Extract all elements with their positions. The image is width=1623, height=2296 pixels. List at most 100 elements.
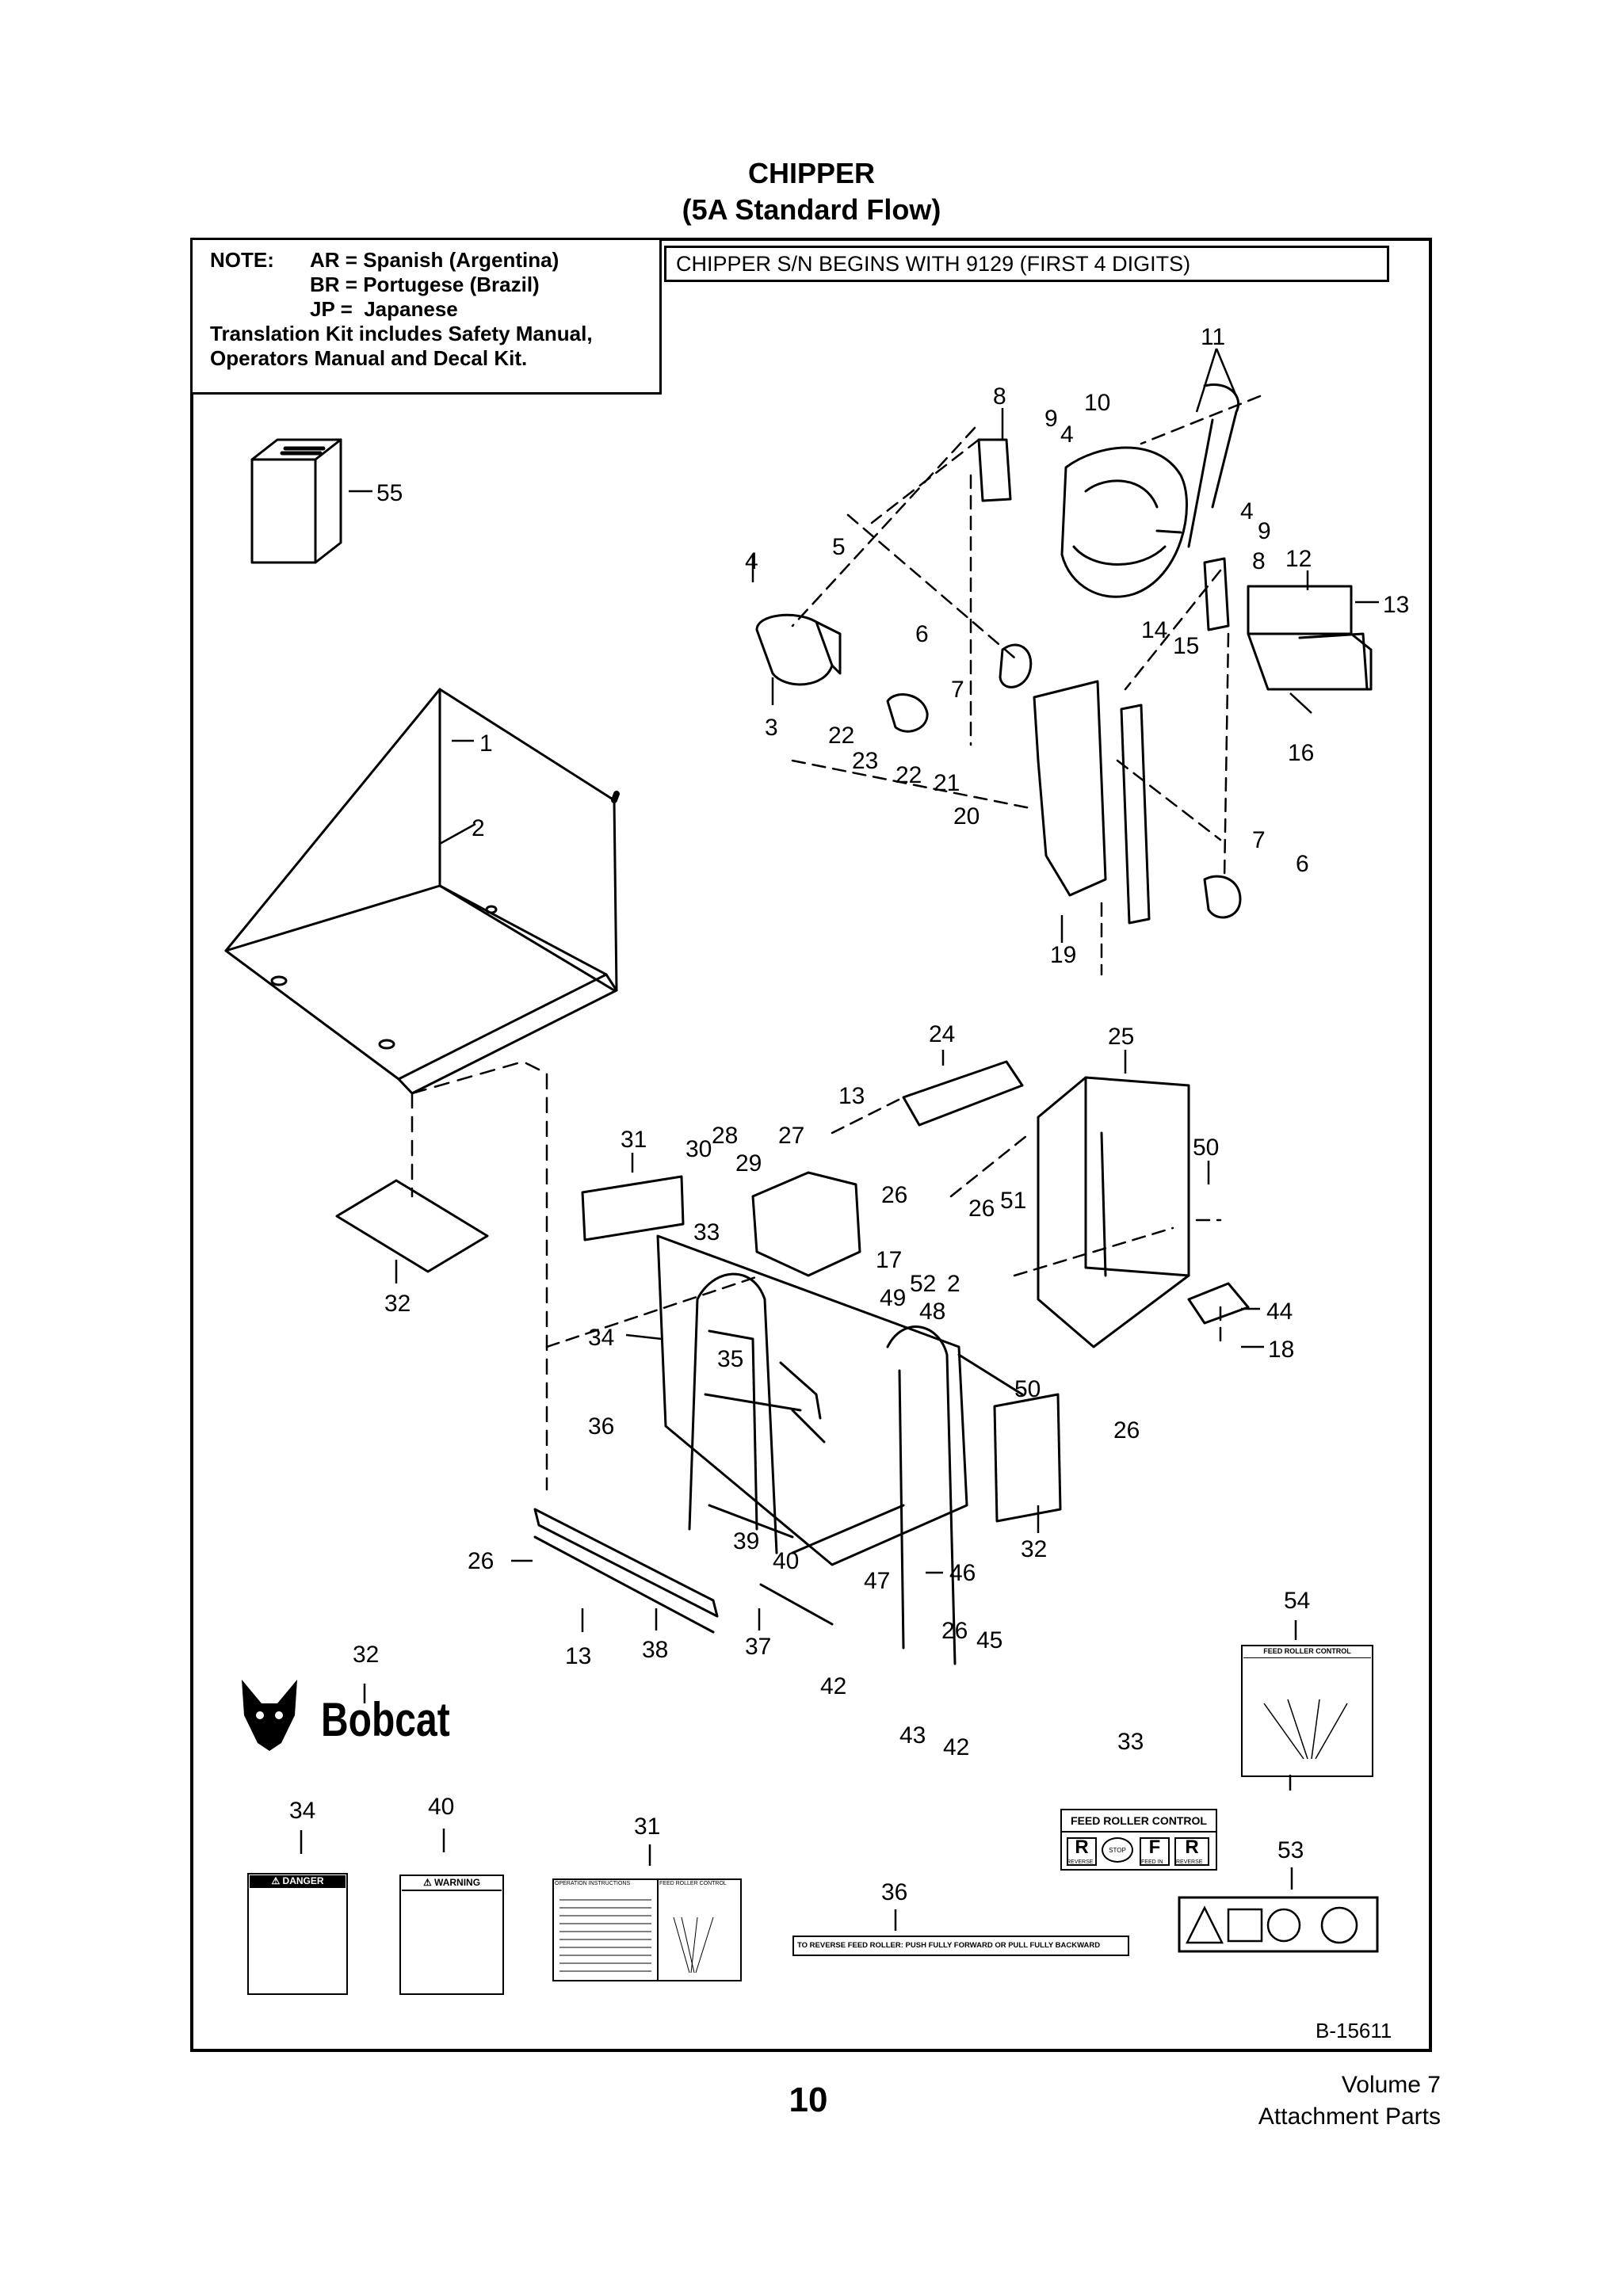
callout-21: 21 (934, 770, 960, 796)
note-language: Portugese (Brazil) (363, 273, 540, 296)
callout-13a: 13 (1383, 592, 1409, 618)
note-language: Japanese (364, 297, 458, 321)
callout-7b: 7 (1252, 827, 1266, 853)
callout-28: 28 (712, 1123, 738, 1149)
document-id: B-15611 (1316, 2019, 1392, 2042)
drive-assembly (755, 383, 1373, 976)
callout-26b: 26 (968, 1196, 995, 1222)
callout-23: 23 (852, 748, 878, 774)
callout-17: 17 (876, 1247, 902, 1273)
frc-reverse2-caption: REVERSE (1176, 1859, 1203, 1865)
callout-5: 5 (832, 534, 846, 560)
pictogram-icons (1185, 1905, 1358, 1944)
callout-29: 29 (735, 1150, 762, 1177)
operating-instructions-header: OPERATION INSTRUCTIONS (555, 1881, 631, 1886)
callout-26a: 26 (881, 1182, 907, 1208)
callout-37: 37 (745, 1634, 771, 1660)
callout-26c: 26 (1113, 1417, 1140, 1444)
callout-13c: 13 (565, 1643, 591, 1669)
callout-8b: 8 (1252, 548, 1266, 574)
callout-27: 27 (778, 1123, 804, 1149)
callout-26e: 26 (941, 1618, 968, 1644)
note-label: NOTE: (210, 248, 274, 272)
callout-32c: 32 (353, 1642, 379, 1668)
callout-1: 1 (479, 730, 493, 757)
callout-13b: 13 (838, 1083, 865, 1109)
note-language: Spanish (Argentina) (363, 248, 559, 272)
callout-49: 49 (880, 1285, 906, 1311)
callout-22a: 22 (828, 723, 854, 749)
callout-54: 54 (1284, 1588, 1310, 1614)
callout-40a: 40 (773, 1548, 799, 1574)
callout-46: 46 (949, 1560, 976, 1586)
reverse-instruction-decal: TO REVERSE FEED ROLLER: PUSH FULLY FORWA… (792, 1936, 1129, 1956)
callout-36a: 36 (588, 1413, 614, 1440)
callout-18: 18 (1268, 1337, 1294, 1363)
callout-11: 11 (1201, 324, 1225, 350)
diagram-frame (190, 238, 1432, 2052)
callout-36b: 36 (881, 1879, 907, 1905)
footer-volume-text: Volume 7 (1341, 2072, 1441, 2098)
decal31-feed-roller-header: FEED ROLLER CONTROL (659, 1881, 727, 1886)
callout-38: 38 (642, 1637, 668, 1663)
callout-24: 24 (929, 1021, 955, 1047)
callout-48: 48 (919, 1299, 945, 1325)
note-code: BR (310, 273, 340, 296)
callout-42b: 42 (943, 1734, 969, 1760)
callout-31b: 31 (634, 1814, 660, 1840)
callout-4b: 4 (1060, 421, 1074, 448)
callout-2: 2 (472, 815, 485, 841)
callout-50a: 50 (1193, 1135, 1219, 1161)
callout-14: 14 (1141, 617, 1167, 643)
callout-55: 55 (376, 480, 403, 506)
callout-7a: 7 (951, 677, 964, 703)
callout-9a: 9 (1044, 406, 1058, 432)
note-kit-line2: Operators Manual and Decal Kit. (210, 346, 528, 370)
frame-assembly (533, 1060, 1250, 1665)
frc-f-label: F (1140, 1837, 1170, 1866)
note-code: JP (310, 297, 335, 321)
page-subtitle: (5A Standard Flow) (682, 193, 941, 226)
reverse-instruction-text: TO REVERSE FEED ROLLER: PUSH FULLY FORWA… (797, 1941, 1101, 1950)
callout-20: 20 (953, 803, 980, 830)
callout-43: 43 (899, 1722, 926, 1749)
callout-4c: 4 (1240, 498, 1254, 524)
callout-15: 15 (1173, 633, 1199, 659)
translation-note-box: NOTE: AR = Spanish (Argentina) BR = Portu… (190, 238, 662, 395)
note-code: AR (310, 248, 340, 272)
callout-31a: 31 (621, 1127, 647, 1153)
callout-12: 12 (1285, 546, 1312, 572)
feed-roller-control-decal: FEED ROLLER CONTROL R STOP F R REVERSE F… (1060, 1809, 1217, 1871)
callout-32a: 32 (384, 1291, 411, 1317)
callout-52: 52 (910, 1271, 936, 1297)
frc-feed-caption: FEED IN (1141, 1859, 1163, 1865)
note-eq: = (345, 273, 357, 296)
decal-plate-32 (335, 1179, 489, 1273)
callout-26d: 26 (468, 1548, 494, 1574)
callout-4a: 4 (745, 548, 758, 574)
callout-10: 10 (1084, 390, 1110, 416)
translation-kit-box (250, 438, 342, 564)
callout-19: 19 (1050, 942, 1076, 968)
callout-16: 16 (1288, 740, 1314, 766)
warning-decal-header: ⚠ WARNING (422, 1877, 481, 1888)
callout-33a: 33 (693, 1219, 720, 1245)
callout-22b: 22 (896, 762, 922, 788)
serial-number-note: CHIPPER S/N BEGINS WITH 9129 (FIRST 4 DI… (664, 246, 1389, 282)
callout-39: 39 (733, 1528, 759, 1554)
callout-8a: 8 (993, 383, 1006, 410)
callout-51: 51 (1000, 1188, 1026, 1214)
callout-47: 47 (864, 1568, 890, 1594)
callout-53: 53 (1277, 1837, 1304, 1863)
page-title: CHIPPER (747, 157, 876, 189)
page-number: 10 (789, 2081, 828, 2119)
note-eq: = (345, 248, 357, 272)
callout-2b: 2 (947, 1271, 960, 1297)
callout-9b: 9 (1258, 518, 1271, 544)
footer-volume: Volume 7 Attachment Parts (1258, 2069, 1441, 2133)
frc-header: FEED ROLLER CONTROL (1062, 1810, 1216, 1833)
callout-30: 30 (685, 1136, 712, 1162)
callout-25: 25 (1108, 1024, 1134, 1050)
note-eq: = (340, 297, 353, 321)
frc-r2-label: R (1174, 1837, 1209, 1866)
